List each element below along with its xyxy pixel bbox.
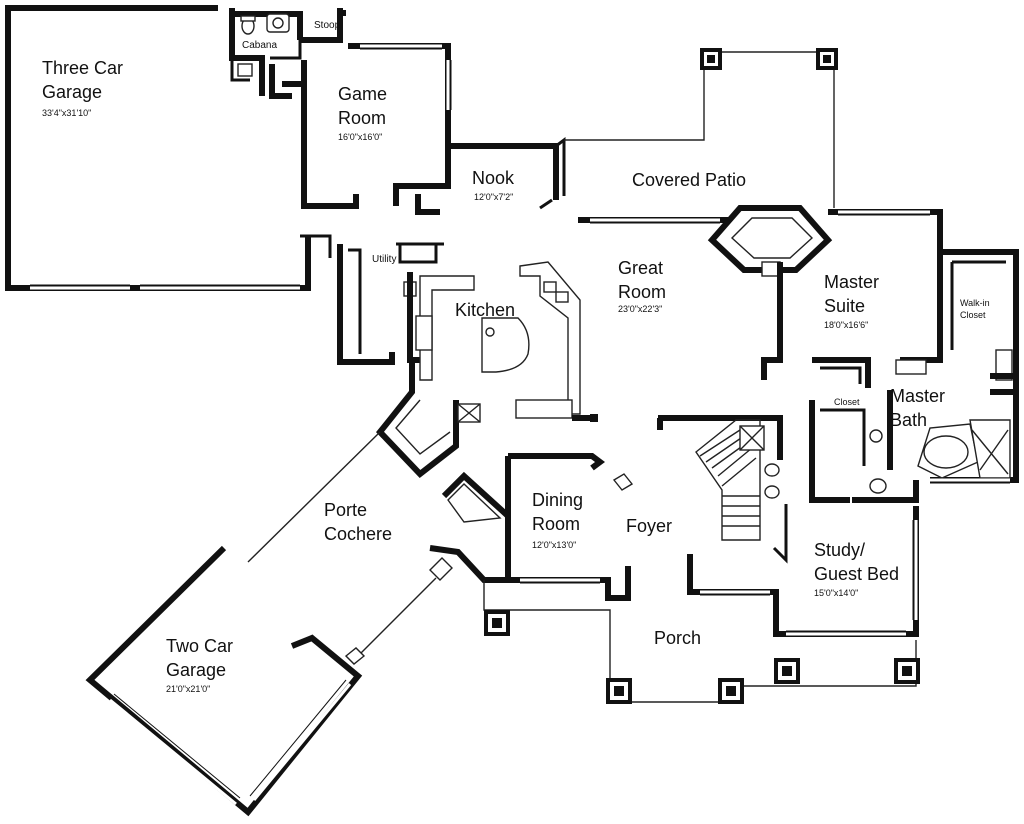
kitchen-walls (337, 242, 598, 479)
nook-label: Nook (472, 168, 515, 188)
foyer-label: Foyer (626, 516, 672, 536)
stair (657, 415, 788, 564)
cabana-label: Cabana (242, 40, 277, 51)
game-room-dim: 16'0"x16'0" (338, 132, 382, 142)
dining-room-walls (429, 453, 634, 601)
closet-label: Closet (834, 397, 860, 407)
porte-cochere-outline (247, 431, 453, 663)
two-car-garage-label-2: Garage (166, 660, 226, 680)
two-car-garage-dim: 21'0"x21'0" (166, 684, 210, 694)
kitchen-label: Kitchen (455, 300, 515, 320)
three-car-garage-label-1: Three Car (42, 58, 123, 78)
nook-dim: 12'0"x7'2" (474, 192, 513, 202)
three-car-garage-label-2: Garage (42, 82, 102, 102)
porch-label: Porch (654, 628, 701, 648)
study-label-2: Guest Bed (814, 564, 899, 584)
two-car-garage-walls (85, 545, 366, 817)
master-suite-dim: 18'0"x16'6" (824, 320, 868, 330)
master-bath-fixtures (809, 390, 1011, 503)
walk-in-closet-label-2: Closet (960, 310, 986, 320)
study-walls (687, 506, 919, 637)
porte-cochere-label-1: Porte (324, 500, 367, 520)
porch-outline (483, 580, 920, 704)
covered-patio-outline (564, 48, 838, 208)
game-room-walls (282, 8, 451, 215)
walk-in-closet-label-1: Walk-in (960, 298, 990, 308)
stoop-label: Stoop (314, 20, 341, 31)
dining-room-dim: 12'0"x13'0" (532, 540, 576, 550)
three-car-garage-walls (5, 5, 332, 291)
two-car-garage-label-1: Two Car (166, 636, 233, 656)
master-suite-label-2: Suite (824, 296, 865, 316)
utility-label: Utility (372, 254, 396, 265)
cabana-walls (229, 13, 302, 99)
great-room-walls (578, 205, 943, 380)
covered-patio-label: Covered Patio (632, 170, 746, 190)
great-room-label-2: Room (618, 282, 666, 302)
master-bath-label-2: Bath (890, 410, 927, 430)
dining-room-label-1: Dining (532, 490, 583, 510)
three-car-garage-dim: 33'4"x31'10" (42, 108, 91, 118)
great-room-label-1: Great (618, 258, 663, 278)
great-room-dim: 23'0"x22'3" (618, 304, 662, 314)
master-bath-label-1: Master (890, 386, 945, 406)
master-suite-label-1: Master (824, 272, 879, 292)
study-label-1: Study/ (814, 540, 865, 560)
study-dim: 15'0"x14'0" (814, 588, 858, 598)
porte-cochere-label-2: Cochere (324, 524, 392, 544)
dining-room-label-2: Room (532, 514, 580, 534)
game-room-label-1: Game (338, 84, 387, 104)
game-room-label-2: Room (338, 108, 386, 128)
